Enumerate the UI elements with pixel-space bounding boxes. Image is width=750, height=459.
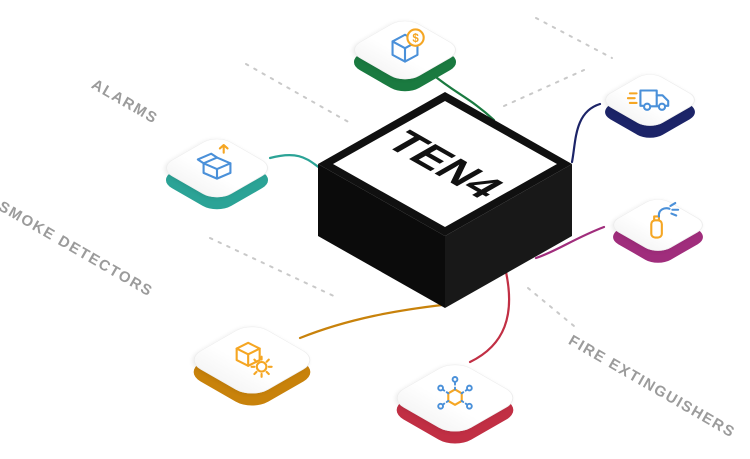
cube-label-face (333, 101, 557, 227)
connector-payments (430, 72, 496, 122)
box-gear-icon (229, 335, 275, 381)
truck-icon (627, 75, 673, 121)
connector-box-gear (298, 303, 444, 340)
node-fire-extinguisher (605, 188, 711, 268)
open-box-icon (194, 143, 240, 189)
node-delivery-truck (597, 63, 703, 143)
guide-alarms (245, 63, 353, 125)
guide-lines (209, 17, 613, 327)
connector-delivery-truck (570, 102, 602, 164)
guide-fire-extinguishers (527, 287, 575, 327)
cube-left-face (318, 164, 445, 308)
guide-top-right-1 (535, 17, 613, 59)
node-network (387, 350, 523, 449)
node-package (157, 126, 277, 215)
guide-smoke-detectors (209, 237, 339, 299)
dollar-glyph: $ (412, 33, 419, 45)
extinguisher-icon (635, 200, 681, 246)
box-dollar-icon: $ (382, 25, 428, 71)
connector-network (468, 270, 511, 364)
node-box-gear (184, 312, 320, 411)
guide-top-right-2 (503, 69, 585, 107)
connectors (268, 72, 606, 364)
connector-fire-extinguisher (534, 225, 606, 260)
node-payments: $ (345, 8, 465, 97)
connector-package (268, 153, 322, 170)
network-icon (432, 373, 478, 419)
cube-right-face (445, 164, 572, 308)
hub-cube: TEN4 (318, 92, 572, 308)
